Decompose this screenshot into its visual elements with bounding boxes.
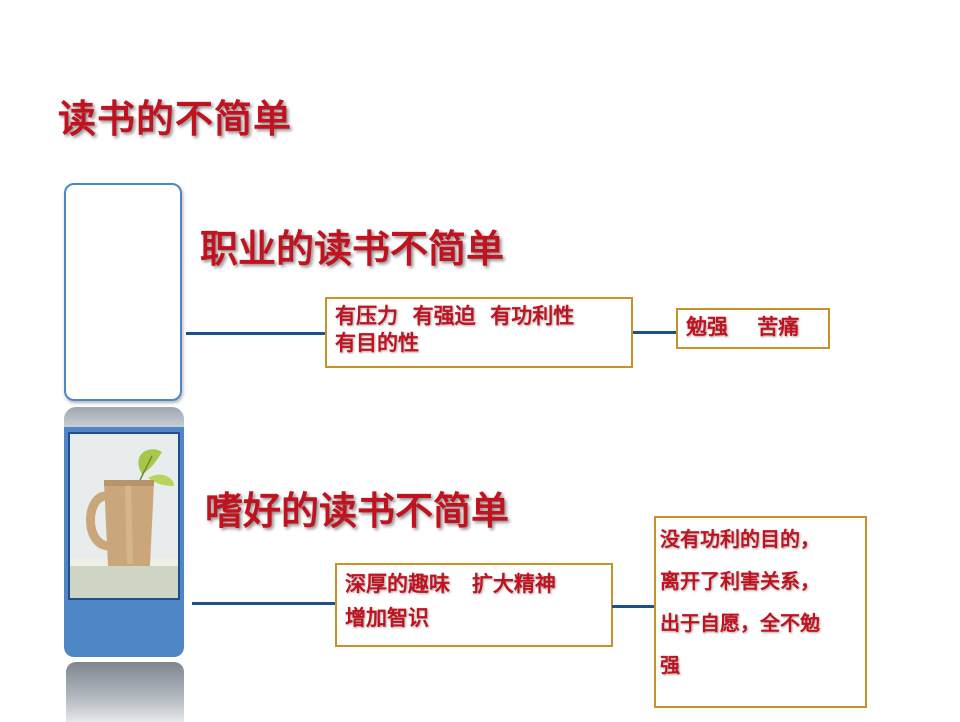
connector-line-1b (633, 331, 677, 334)
page-title: 读书的不简单 (58, 88, 292, 143)
cup-icon (70, 434, 178, 598)
section1-box-line1: 有压力 有强迫 有功利性 (335, 303, 623, 330)
section2-box-benefits: 深厚的趣味 扩大精神 增加智识 (335, 563, 613, 647)
connector-line-2a (192, 602, 337, 605)
section1-heading: 职业的读书不简单 (200, 218, 504, 273)
section2-box-line1: 深厚的趣味 扩大精神 (345, 567, 603, 601)
section2-result-line4: 强 (660, 644, 861, 686)
section2-heading: 嗜好的读书不简单 (205, 480, 509, 535)
section1-box-conditions: 有压力 有强迫 有功利性 有目的性 (325, 297, 633, 368)
cup-with-plant-image (68, 432, 180, 600)
section1-box-line2: 有目的性 (335, 330, 623, 357)
section2-box-result: 没有功利的目的， 离开了利害关系， 出于自愿，全不勉 强 (654, 516, 867, 708)
section2-result-line3: 出于自愿，全不勉 (660, 602, 861, 644)
decorative-panel-top (64, 183, 182, 401)
decorative-panel-bottom (66, 662, 184, 722)
section2-box-line2: 增加智识 (345, 601, 603, 635)
section2-result-line1: 没有功利的目的， (660, 518, 861, 560)
connector-line-1a (186, 332, 326, 335)
connector-line-2b (612, 605, 656, 608)
section1-box-result-text: 勉强 苦痛 (678, 310, 828, 345)
section2-result-line2: 离开了利害关系， (660, 560, 861, 602)
section1-box-result: 勉强 苦痛 (676, 308, 830, 349)
